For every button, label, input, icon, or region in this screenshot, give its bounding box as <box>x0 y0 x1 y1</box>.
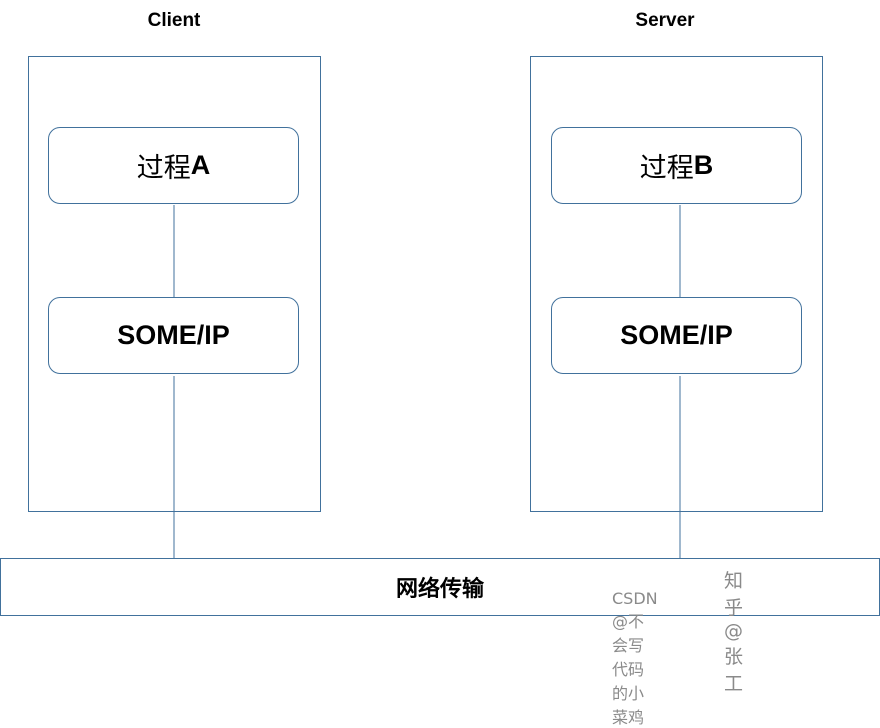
client-title: Client <box>147 10 201 31</box>
server-process-letter: B <box>693 150 714 180</box>
zhihu-watermark: 知乎 @张工 <box>724 570 744 695</box>
server-protocol-box: SOME/IP <box>551 297 802 374</box>
client-protocol-label: SOME/IP <box>117 320 230 350</box>
client-process-letter: A <box>190 150 211 180</box>
server-protocol-label: SOME/IP <box>620 320 733 350</box>
network-label: 网络传输 <box>395 577 484 602</box>
server-title: Server <box>635 10 695 31</box>
server-host-box <box>530 56 823 512</box>
csdn-watermark: CSDN @不会写代码的小菜鸡 <box>612 589 658 727</box>
client-protocol-box: SOME/IP <box>48 297 299 374</box>
network-transport-bar: 网络传输 <box>0 558 880 616</box>
client-host-box <box>28 56 321 512</box>
client-process-text: 过程 <box>136 153 191 184</box>
connector-lines <box>173 205 681 558</box>
server-process-text: 过程 <box>639 153 694 184</box>
